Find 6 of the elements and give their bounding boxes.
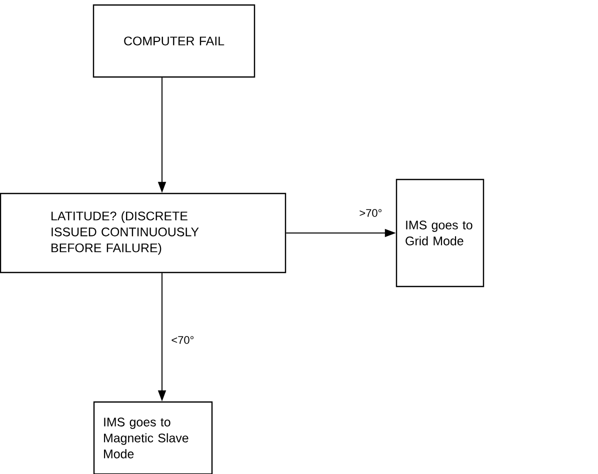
process-box: COMPUTER FAIL [92, 4, 256, 78]
process-box: LATITUDE? (DISCRETE ISSUED CONTINUOUSLY BEFORE FAILURE) [0, 192, 286, 274]
edge-label: >70° [358, 208, 384, 218]
edge-label: <70° [170, 335, 196, 345]
process-box: IMS goes to Grid Mode [396, 178, 484, 288]
process-box: IMS goes to Magnetic Slave Mode [93, 401, 213, 474]
